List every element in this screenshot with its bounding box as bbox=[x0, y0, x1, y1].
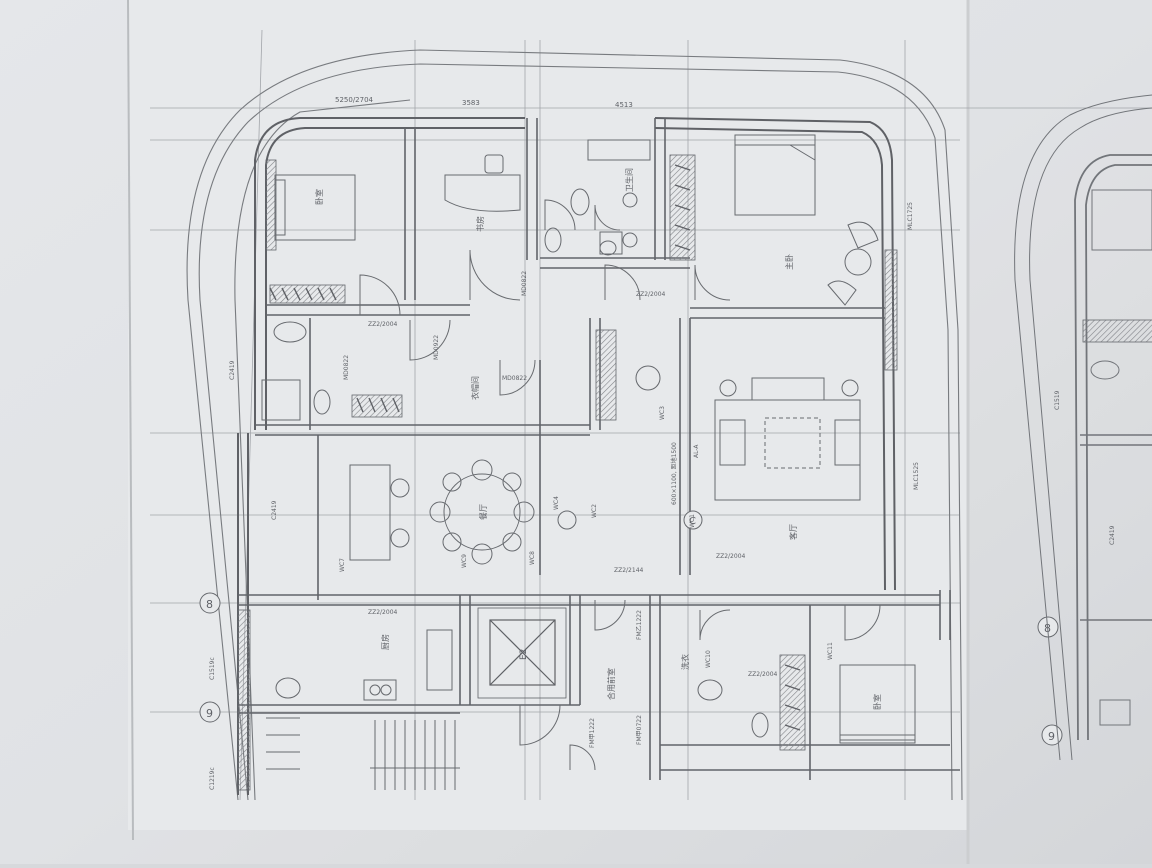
label-md-3: MD0822 bbox=[343, 355, 350, 380]
label-zz-6: ZZ2/2004 bbox=[748, 671, 778, 678]
label-wc11: WC11 bbox=[827, 642, 834, 660]
label-lift: E2 bbox=[519, 649, 529, 660]
label-wc3: WC3 bbox=[659, 406, 666, 420]
room-living: 客厅 bbox=[788, 524, 798, 540]
label-zz-3: ZZ2/2144 bbox=[614, 567, 644, 574]
axis-markers bbox=[199, 510, 1063, 746]
axis-9-label: 9 bbox=[206, 707, 213, 720]
sheet-edge-left bbox=[127, 0, 134, 841]
label-c2419-c: C2419 bbox=[1109, 525, 1116, 545]
axis-c-label: C bbox=[689, 516, 696, 527]
dining-table bbox=[349, 459, 535, 565]
dim-top-left: 5250/2704 bbox=[335, 96, 374, 104]
room-bedroom-tl: 卧室 bbox=[314, 189, 324, 205]
label-wc9: WC9 bbox=[461, 554, 468, 568]
room-bedroom-br: 卧室 bbox=[872, 694, 882, 710]
room-master: 主卧 bbox=[784, 254, 794, 270]
bed-bottom-right bbox=[839, 664, 916, 744]
bed-master bbox=[734, 134, 816, 216]
dim-top-mid: 3583 bbox=[462, 99, 480, 107]
room-bath: 卫生间 bbox=[624, 168, 634, 192]
label-fm-3: FM甲0722 bbox=[636, 715, 643, 745]
neighbour-unit bbox=[1014, 94, 1152, 761]
label-wc2: WC2 bbox=[591, 504, 598, 518]
interior-walls bbox=[238, 118, 960, 780]
label-al-a: AL-A bbox=[693, 444, 700, 458]
label-md-2: MD0922 bbox=[433, 335, 440, 360]
label-fm-2: FM乙1222 bbox=[636, 610, 643, 640]
bed-top-left bbox=[274, 174, 356, 241]
living-sofa-set bbox=[714, 377, 861, 501]
label-wc4: WC4 bbox=[553, 496, 560, 510]
dim-top-right: 4513 bbox=[615, 101, 633, 109]
label-mlc1725: MLC1725 bbox=[907, 202, 914, 230]
lift-shaft bbox=[477, 607, 567, 699]
room-cloak: 衣帽间 bbox=[470, 376, 480, 400]
room-labels: 卧室 书房 卫生间 主卧 客厅 餐厅 厨房 衣帽间 合用前室 洗衣 卧室 bbox=[314, 168, 882, 710]
doors bbox=[359, 199, 881, 771]
wardrobe-marks bbox=[269, 164, 801, 731]
axis-9-right-label: 9 bbox=[1048, 730, 1055, 743]
room-laundry: 洗衣 bbox=[680, 654, 690, 670]
label-fm-1: FM甲1222 bbox=[589, 718, 596, 748]
label-opening-size: 600×1100, 距地1500 bbox=[670, 442, 678, 505]
annotation-labels: ZZ2/2004 ZZ2/2004 ZZ2/2144 ZZ2/2004 ZZ2/… bbox=[209, 202, 1116, 790]
room-kitchen: 厨房 bbox=[380, 634, 390, 650]
label-c2419-b: C2419 bbox=[229, 360, 236, 380]
label-md-4: MD0822 bbox=[502, 375, 527, 382]
axis-8-label: 8 bbox=[206, 598, 213, 611]
study-desk bbox=[444, 154, 521, 212]
label-mlc1525: MLC1525 bbox=[913, 462, 920, 490]
label-zz-1: ZZ2/2004 bbox=[368, 321, 398, 328]
room-dining: 餐厅 bbox=[479, 504, 488, 520]
sanitary-fixtures bbox=[261, 139, 769, 738]
label-zz-4: ZZ2/2004 bbox=[716, 553, 746, 560]
dimension-labels: 5250/2704 3583 4513 bbox=[335, 96, 633, 109]
label-c1519c: C1519c bbox=[209, 657, 216, 680]
staircase bbox=[266, 717, 460, 790]
label-md-1: MD0822 bbox=[521, 271, 528, 296]
wall-hatching bbox=[237, 154, 1152, 791]
label-zz-5: ZZ2/2004 bbox=[368, 609, 398, 616]
main-sheet bbox=[128, 0, 968, 830]
label-wc10: WC10 bbox=[705, 650, 712, 668]
label-c1519: C1519 bbox=[1054, 390, 1061, 410]
label-wc1: WC1 bbox=[689, 514, 696, 528]
master-lounge bbox=[827, 221, 879, 306]
label-wc8: WC8 bbox=[529, 551, 536, 565]
label-wc7: WC7 bbox=[339, 558, 346, 572]
room-study: 书房 bbox=[475, 216, 485, 232]
room-lift-lobby: 合用前室 bbox=[606, 668, 616, 700]
label-zz-2: ZZ2/2004 bbox=[636, 291, 666, 298]
label-c1219c: C1219c bbox=[209, 767, 216, 790]
label-c2419-a: C2419 bbox=[271, 500, 278, 520]
